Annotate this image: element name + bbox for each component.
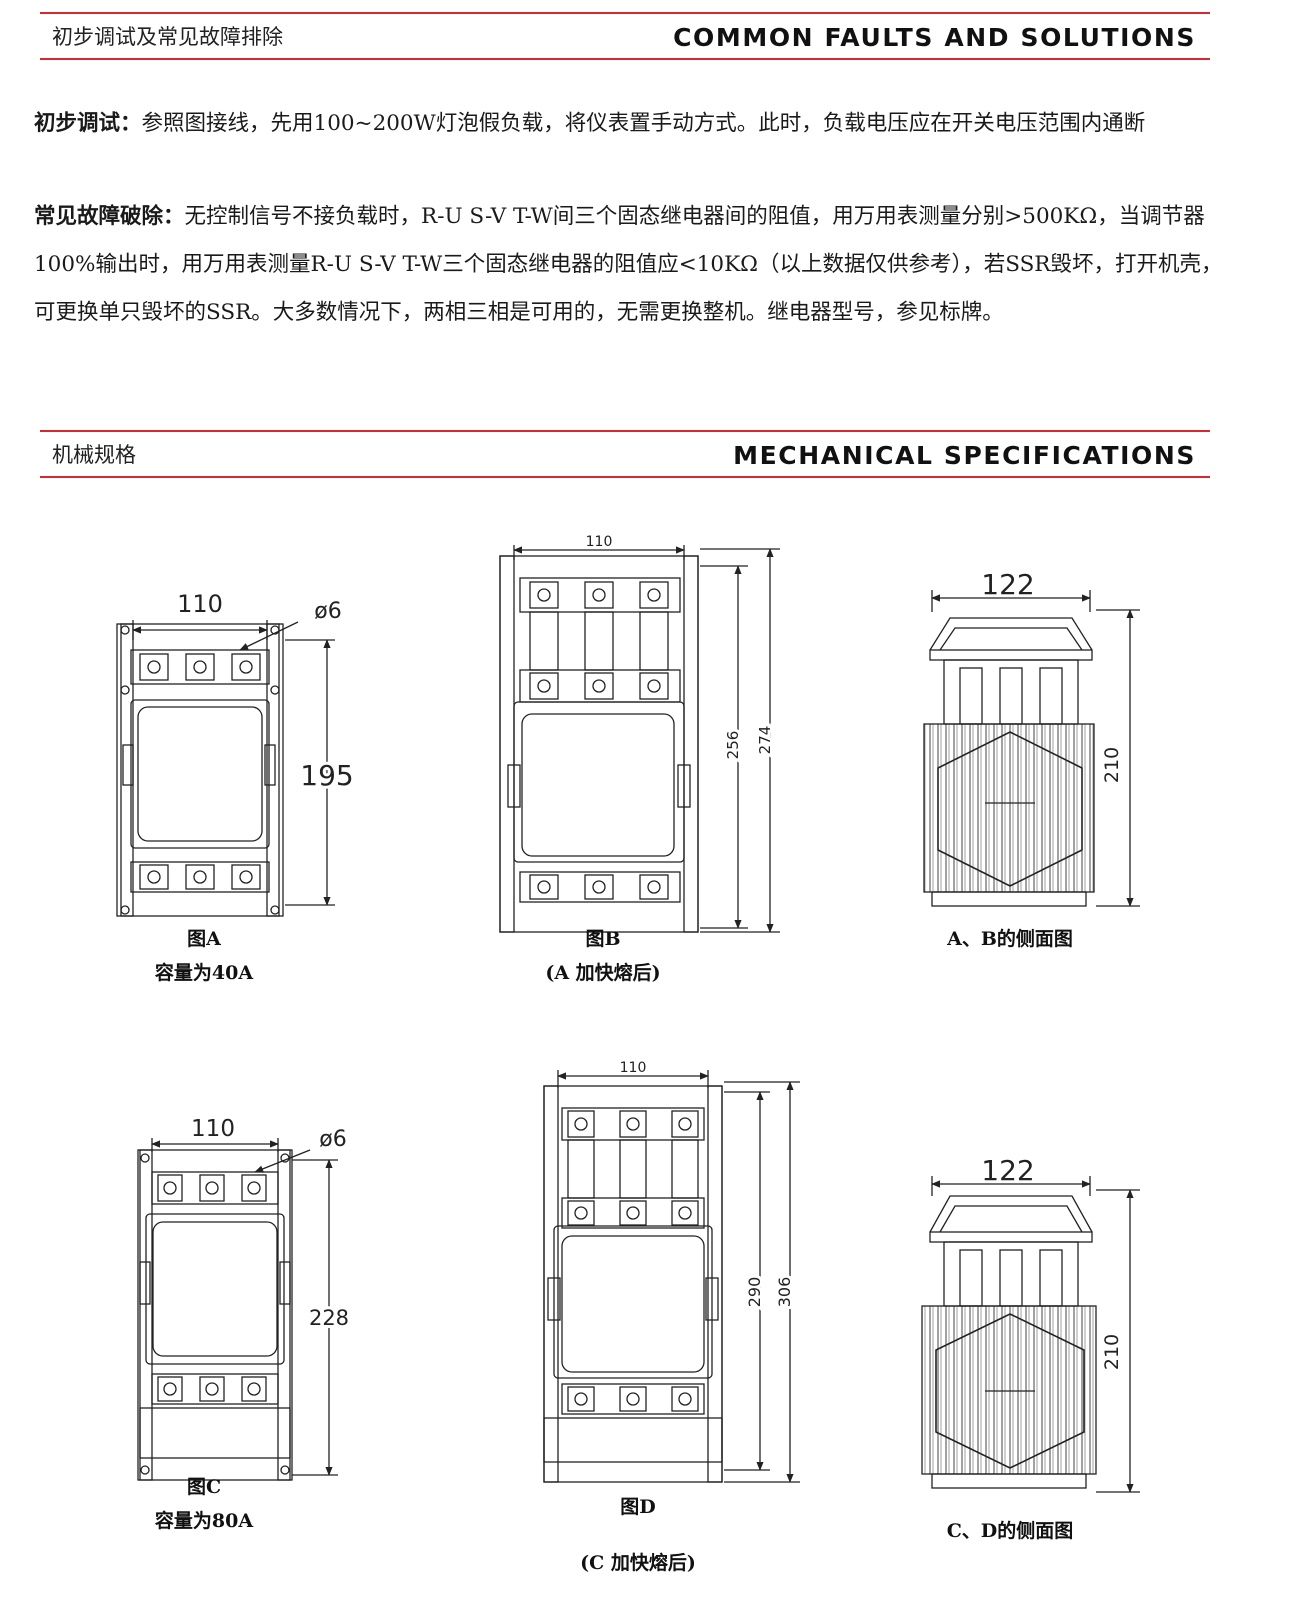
dim-cd-side-width: 122 xyxy=(981,1154,1034,1187)
paragraph-label: 初步调试： xyxy=(34,111,142,136)
figure-b-subcaption: (A 加快熔后) xyxy=(545,962,661,984)
section-title-cn: 机械规格 xyxy=(52,443,136,467)
dim-d-outer: 306 xyxy=(775,1277,794,1308)
section-header-faults: 初步调试及常见故障排除 COMMON FAULTS AND SOLUTIONS xyxy=(40,12,1210,60)
dim-c-hole: ø6 xyxy=(319,1127,346,1152)
paragraph-text: 无控制信号不接负载时，R-U S-V T-W间三个固态继电器间的阻值，用万用表测… xyxy=(34,204,1223,325)
dim-ab-side-width: 122 xyxy=(981,568,1034,601)
dim-a-hole: ø6 xyxy=(314,599,341,624)
figure-c-drawing xyxy=(137,1138,338,1481)
header-rule-top xyxy=(40,12,1210,14)
dim-b-outer: 274 xyxy=(756,726,774,755)
figure-b-caption: 图B xyxy=(585,928,621,950)
figure-b-drawing xyxy=(499,545,780,933)
dim-d-width: 110 xyxy=(620,1060,647,1076)
figure-ab-side-caption: A、B的侧面图 xyxy=(947,928,1073,950)
dim-c-width: 110 xyxy=(191,1116,235,1142)
figure-d-caption: 图D xyxy=(620,1496,656,1518)
paragraph-common-faults: 常见故障破除：无控制信号不接负载时，R-U S-V T-W间三个固态继电器间的阻… xyxy=(34,193,1229,337)
dim-c-height: 228 xyxy=(309,1306,349,1330)
figure-c-subcaption: 容量为80A xyxy=(154,1510,254,1532)
header-rule-top xyxy=(40,430,1210,432)
header-rule-bottom xyxy=(40,476,1210,478)
section-header-mechanical: 机械规格 MECHANICAL SPECIFICATIONS xyxy=(40,430,1210,478)
dim-a-height: 195 xyxy=(300,759,353,792)
figure-a-caption: 图A xyxy=(187,928,221,950)
figure-ab-side-drawing xyxy=(923,590,1140,907)
section-title-en: MECHANICAL SPECIFICATIONS xyxy=(733,441,1196,470)
dim-b-inner: 256 xyxy=(724,731,742,760)
figure-a-subcaption: 容量为40A xyxy=(154,962,254,984)
figure-d-drawing xyxy=(543,1070,800,1483)
figure-cd-side-caption: C、D的侧面图 xyxy=(946,1520,1074,1542)
dim-d-inner: 290 xyxy=(745,1277,764,1308)
section-title-en: COMMON FAULTS AND SOLUTIONS xyxy=(673,23,1196,52)
figure-a-drawing xyxy=(116,620,335,917)
paragraph-text: 参照图接线，先用100~200W灯泡假负载，将仪表置手动方式。此时，负载电压应在… xyxy=(141,111,1146,136)
figure-c-caption: 图C xyxy=(186,1476,222,1498)
dim-cd-side-height: 210 xyxy=(1101,1334,1123,1370)
figure-d-subcaption: (C 加快熔后) xyxy=(580,1552,696,1574)
dim-a-width: 110 xyxy=(177,590,223,618)
dim-b-width: 110 xyxy=(586,534,613,550)
section-title-cn: 初步调试及常见故障排除 xyxy=(52,25,283,49)
paragraph-initial-debug: 初步调试：参照图接线，先用100~200W灯泡假负载，将仪表置手动方式。此时，负… xyxy=(34,100,1229,148)
dim-ab-side-height: 210 xyxy=(1101,747,1123,783)
header-rule-bottom xyxy=(40,58,1210,60)
paragraph-label: 常见故障破除： xyxy=(34,204,185,229)
figure-cd-side-drawing xyxy=(921,1176,1140,1493)
